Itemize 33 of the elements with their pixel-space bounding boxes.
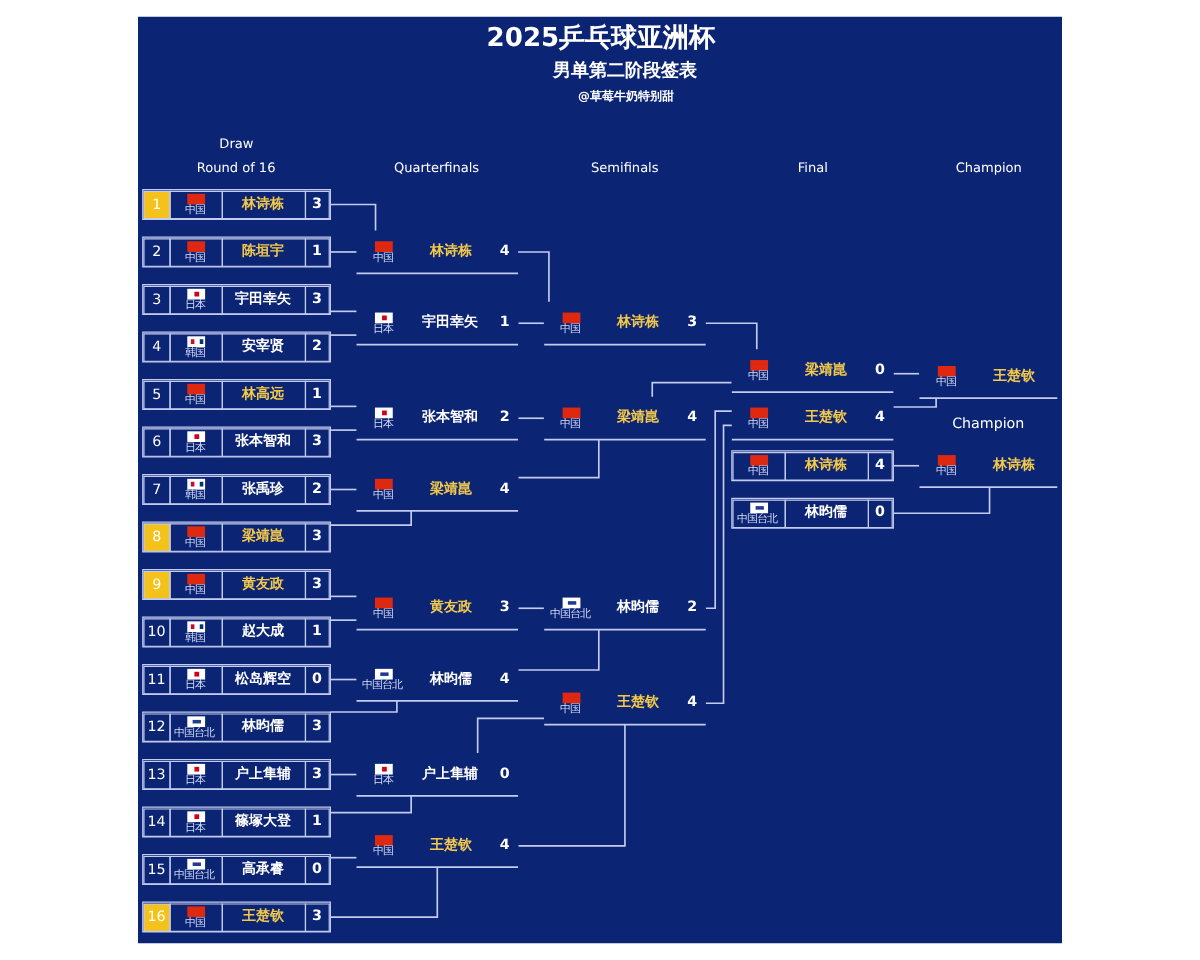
connector	[329, 700, 398, 713]
connector	[329, 429, 358, 431]
connector	[329, 678, 358, 681]
connector	[705, 424, 733, 705]
connector	[651, 381, 733, 398]
connector	[329, 595, 358, 598]
connector	[329, 856, 358, 859]
connector	[329, 619, 358, 621]
connector	[329, 795, 412, 814]
connector	[704, 322, 758, 351]
connector	[517, 417, 545, 420]
connector	[329, 203, 377, 232]
connector	[476, 717, 545, 754]
connector	[329, 773, 358, 776]
connector	[517, 724, 626, 847]
connector	[892, 397, 937, 408]
connector	[517, 629, 600, 671]
connector	[517, 438, 600, 479]
connector	[329, 405, 358, 408]
connector	[517, 251, 550, 303]
label: 男单第二阶段签表	[553, 61, 698, 82]
connector	[329, 334, 358, 336]
connector	[892, 464, 920, 467]
connector	[517, 322, 545, 325]
connector	[892, 372, 920, 375]
connector	[329, 866, 439, 918]
diagram-title: 2025乒乓球亚洲杯	[486, 24, 716, 55]
connector	[705, 410, 733, 610]
connector	[329, 251, 358, 253]
connector	[517, 607, 545, 610]
connector	[329, 310, 358, 313]
connector	[329, 488, 358, 491]
connector	[329, 510, 412, 526]
